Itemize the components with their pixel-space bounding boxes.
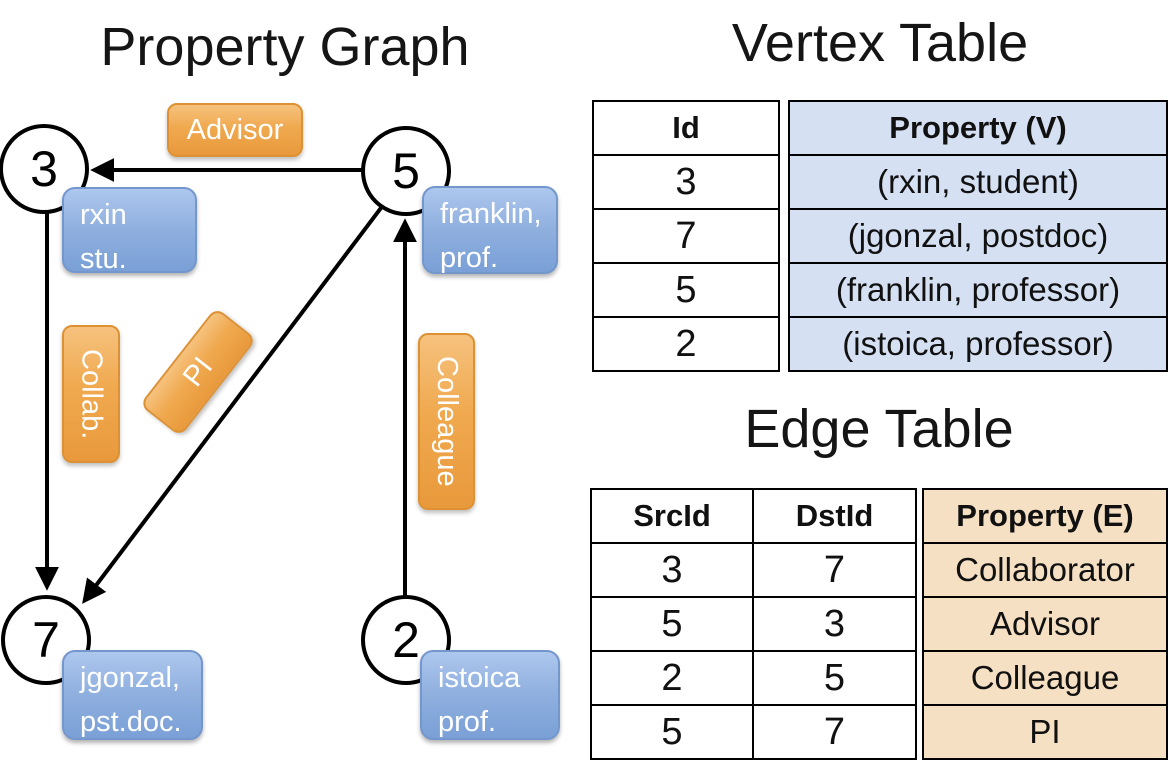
vertex-property-cell: (jgonzal, postdoc) [788,208,1168,264]
edge-property-cell: PI [922,704,1168,760]
edge-property-header: Property (E) [922,488,1168,544]
vertex-label-line: pst.doc. [80,706,182,738]
vertex-table-header-row: Id [592,100,780,156]
table-row: Advisor [922,596,1168,652]
edge-pi-arrow [82,194,392,604]
vertex-property-cell: (istoica, professor) [788,316,1168,372]
vertex-label-line: jgonzal, [80,662,180,694]
vertex-table-header-row: Property (V) [788,100,1168,156]
table-row: 5 3 [590,596,917,652]
vertex-label-line: rxin [80,199,127,231]
edge-label-collab: Collab. [62,325,120,463]
vertex-table-property-column: Property (V) (rxin, student) (jgonzal, p… [788,100,1168,372]
vertex-label-line: istoica [438,662,521,694]
edge-table-id-columns: SrcId DstId 3 7 5 3 2 5 5 7 [590,488,917,760]
table-row: 5 [592,262,780,318]
edge-src-header: SrcId [590,488,754,544]
table-row: 3 7 [590,542,917,598]
table-row: Collaborator [922,542,1168,598]
edge-property-cell: Advisor [922,596,1168,652]
table-row: PI [922,704,1168,760]
edge-property-cell: Colleague [922,650,1168,706]
vertex-property-header: Property (V) [788,100,1168,156]
table-row: Colleague [922,650,1168,706]
vertex-label-rxin: rxin stu. [62,187,197,275]
vertex-property-cell: (franklin, professor) [788,262,1168,318]
edge-dst-cell: 3 [752,596,917,652]
vertex-label-line: franklin, [440,198,542,230]
vertex-label-line: prof. [440,242,499,274]
edge-property-cell: Collaborator [922,542,1168,598]
table-row: (rxin, student) [788,154,1168,210]
edge-src-cell: 5 [590,596,754,652]
edge-dst-header: DstId [752,488,917,544]
vertex-table-id-column: Id 3 7 5 2 [592,100,780,372]
edge-table-header-row: SrcId DstId [590,488,917,544]
edge-src-cell: 3 [590,542,754,598]
edge-table-property-column: Property (E) Collaborator Advisor Collea… [922,488,1168,760]
table-row: (jgonzal, postdoc) [788,208,1168,264]
vertex-table-title: Vertex Table [731,13,1029,73]
vertex-id-cell: 7 [592,208,780,264]
edge-table-header-row: Property (E) [922,488,1168,544]
edge-src-cell: 5 [590,704,754,760]
table-row: 3 [592,154,780,210]
vertex-id-cell: 3 [592,154,780,210]
edge-dst-cell: 7 [752,542,917,598]
vertex-id-header: Id [592,100,780,156]
table-row: 7 [592,208,780,264]
vertex-label-istoica: istoica prof. [420,650,560,740]
edge-label-advisor: Advisor [167,103,303,157]
table-row: 5 7 [590,704,917,760]
property-graph-title: Property Graph [100,17,470,77]
edge-label-colleague: Colleague [418,333,475,510]
vertex-label-line: stu. [80,243,127,275]
vertex-label-line: prof. [438,706,497,738]
table-row: (franklin, professor) [788,262,1168,318]
vertex-table: Id 3 7 5 2 Property (V) (rxin, student) … [592,100,1168,372]
table-row: 2 5 [590,650,917,706]
vertex-label-franklin: franklin, prof. [422,186,558,274]
edge-dst-cell: 7 [752,704,917,760]
edge-table: SrcId DstId 3 7 5 3 2 5 5 7 Property (E)… [590,488,1168,760]
edge-src-cell: 2 [590,650,754,706]
edge-table-title: Edge Table [744,399,1014,459]
edge-dst-cell: 5 [752,650,917,706]
vertex-label-jgonzal: jgonzal, pst.doc. [62,650,203,740]
vertex-id-cell: 2 [592,316,780,372]
vertex-property-cell: (rxin, student) [788,154,1168,210]
table-row: 2 [592,316,780,372]
graph-node-3: 3 [0,124,89,214]
vertex-id-cell: 5 [592,262,780,318]
table-row: (istoica, professor) [788,316,1168,372]
